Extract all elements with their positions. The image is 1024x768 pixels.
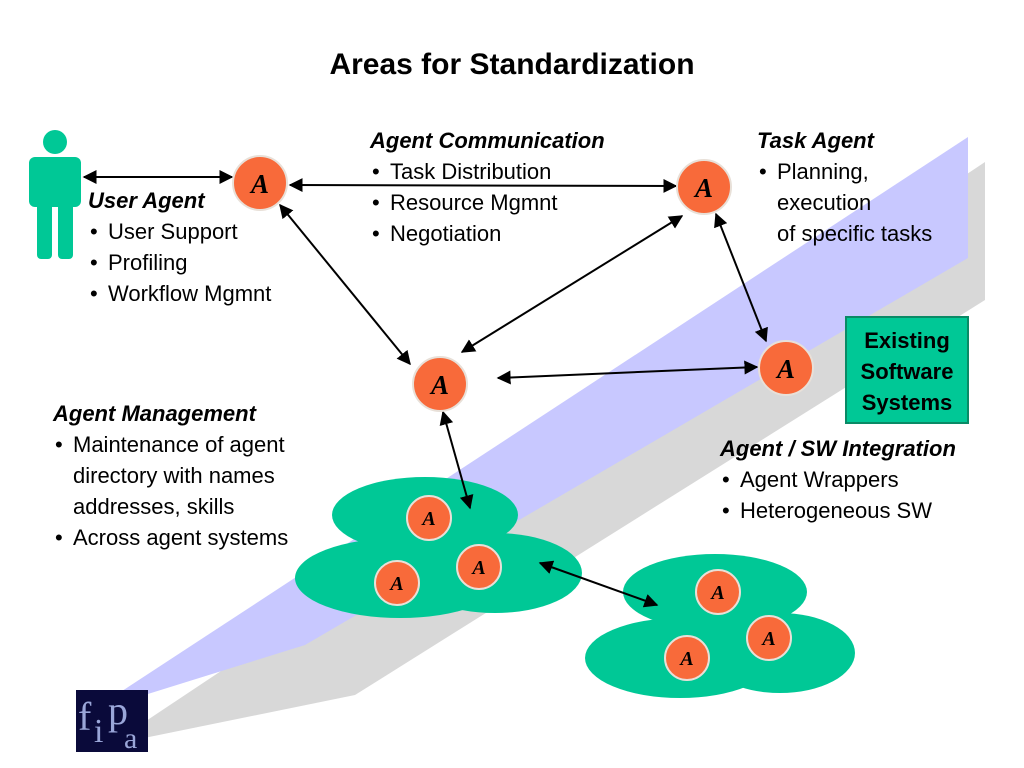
list-item: Maintenance of agent	[53, 429, 288, 460]
box-line: Existing	[864, 328, 950, 353]
svg-text:A: A	[760, 628, 775, 650]
user-agent-heading: User Agent	[88, 188, 205, 213]
task-agent-continuation: execution	[777, 190, 872, 215]
person-icon	[29, 130, 81, 259]
svg-text:f: f	[78, 694, 92, 739]
list-item: Task Distribution	[370, 156, 605, 187]
agent-cluster-left-2: A	[456, 544, 502, 590]
agent-cluster-right-2: A	[746, 615, 792, 661]
svg-text:A: A	[429, 370, 449, 400]
box-line: Software	[860, 359, 954, 384]
user-agent-list: User Support Profiling Workflow Mgmnt	[88, 216, 271, 309]
arrow-central-to-wrapper	[496, 360, 759, 385]
task-agent-continuation: of specific tasks	[777, 221, 933, 246]
list-item: Resource Mgmnt	[370, 187, 605, 218]
list-item: Negotiation	[370, 218, 605, 249]
agent-management-list: Maintenance of agent	[53, 429, 288, 460]
agent-communication-list: Task Distribution Resource Mgmnt Negotia…	[370, 156, 605, 249]
svg-text:i: i	[94, 713, 103, 750]
arrow-cluster-to-cluster	[538, 560, 659, 608]
list-item-continuation: directory with names	[73, 463, 275, 488]
list-item: Planning,	[757, 156, 932, 187]
task-agent-heading: Task Agent	[757, 128, 874, 153]
existing-software-systems-box: Existing Software Systems	[845, 316, 969, 424]
agent-sw-integration-heading: Agent / SW Integration	[720, 436, 956, 461]
svg-text:p: p	[108, 690, 128, 733]
arrow-taskagent-to-wrapper	[714, 212, 768, 343]
agent-management-list-2: Across agent systems	[53, 522, 288, 553]
svg-text:A: A	[709, 582, 724, 604]
list-item: Heterogeneous SW	[720, 495, 956, 526]
list-item: Profiling	[88, 247, 271, 278]
svg-text:A: A	[678, 648, 693, 670]
svg-text:A: A	[249, 169, 269, 199]
agent-wrapper: A	[758, 340, 814, 396]
agent-cluster-left-1: A	[406, 495, 452, 541]
user-agent-block: User Agent User Support Profiling Workfl…	[88, 185, 271, 309]
agent-central: A	[412, 356, 468, 412]
agent-sw-integration-list: Agent Wrappers Heterogeneous SW	[720, 464, 956, 526]
svg-text:A: A	[775, 354, 795, 384]
svg-text:A: A	[470, 557, 485, 579]
agent-sw-integration-block: Agent / SW Integration Agent Wrappers He…	[720, 433, 956, 526]
page-title: Areas for Standardization	[329, 48, 695, 81]
list-item: Agent Wrappers	[720, 464, 956, 495]
arrow-central-to-cluster	[439, 410, 474, 510]
agent-cluster-left-3: A	[374, 560, 420, 606]
agent-communication-heading: Agent Communication	[370, 128, 605, 153]
agent-management-heading: Agent Management	[53, 401, 256, 426]
svg-text:A: A	[388, 573, 403, 595]
list-item: User Support	[88, 216, 271, 247]
agent-cluster-right-1: A	[695, 569, 741, 615]
arrow-useragent-to-central	[279, 203, 411, 366]
fipa-logo: f i p a	[76, 690, 148, 752]
agent-management-block: Agent Management Maintenance of agent di…	[53, 398, 288, 553]
list-item-continuation: addresses, skills	[73, 494, 235, 519]
agent-communication-block: Agent Communication Task Distribution Re…	[370, 125, 605, 249]
list-item: Across agent systems	[53, 522, 288, 553]
agent-user: A	[232, 155, 288, 211]
task-agent-block: Task Agent Planning, execution of specif…	[757, 125, 932, 249]
agent-task: A	[676, 159, 732, 215]
task-agent-list: Planning,	[757, 156, 932, 187]
svg-text:a: a	[124, 722, 137, 752]
arrow-taskagent-to-central	[460, 215, 684, 353]
agent-cluster-right-3: A	[664, 635, 710, 681]
svg-text:A: A	[693, 173, 713, 203]
svg-text:A: A	[420, 508, 435, 530]
list-item: Workflow Mgmnt	[88, 278, 271, 309]
box-line: Systems	[861, 390, 953, 415]
